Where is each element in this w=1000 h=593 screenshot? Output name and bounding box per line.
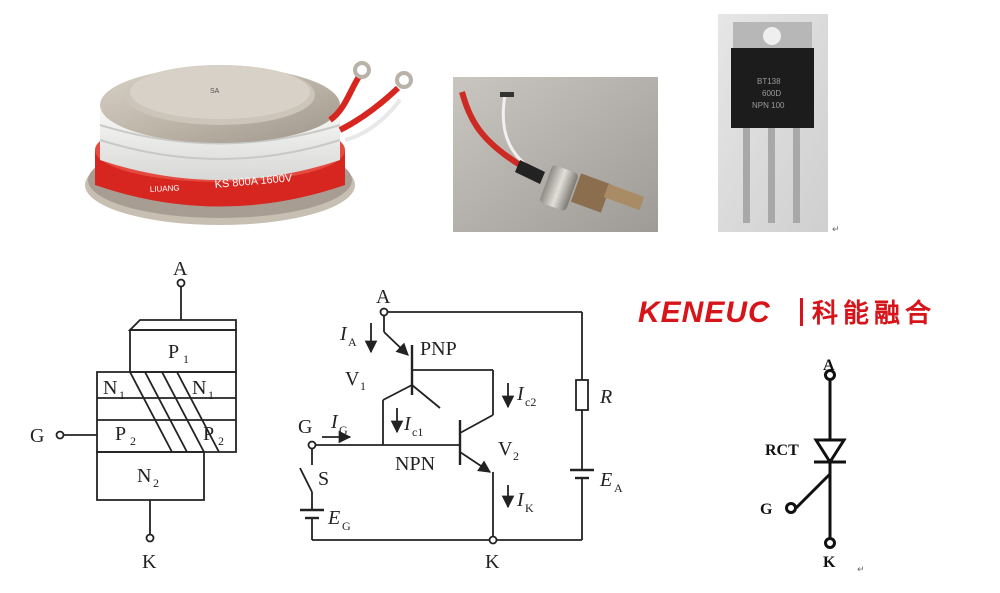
circuit-node-a: A [376,286,391,308]
rct-symbol [785,369,847,549]
rct-terminal-k: K [823,554,836,571]
to220-thyristor-photo: BT138 600D NPN 100 [718,14,828,232]
current-ic2: I [516,383,525,405]
current-ig: I [330,411,339,433]
v1-label: V [345,368,360,390]
circuit-labels: A G K I A PNP V 1 I c2 R I G I c1 V 2 NP… [298,286,623,573]
current-ig-sub: G [339,423,348,437]
source-ea: E [599,469,612,491]
current-ia: I [339,323,348,345]
keneuc-logo: KENEUC 科能融合 [638,296,936,329]
npn-label: NPN [395,453,435,475]
current-ic1-sub: c1 [412,425,423,439]
layer-n1-left-label: N [103,377,117,399]
structure-anode-label: A [173,258,188,280]
source-ea-sub: A [614,481,623,495]
svg-text:SA: SA [210,88,220,95]
layer-n1-left-sub: 1 [119,388,125,402]
rct-terminal-a: A [823,357,835,374]
brand-divider [800,298,803,326]
stud-thyristor-photo [453,77,658,232]
brand-name-en: KENEUC [638,296,771,329]
v1-sub: 1 [360,379,366,393]
source-eg-sub: G [342,519,351,533]
pnp-label: PNP [420,338,457,360]
svg-text:NPN 100: NPN 100 [752,101,785,110]
layer-n2-sub: 2 [153,476,159,490]
layer-n2-label: N [137,465,151,487]
to220-marking-text: BT138 [757,77,781,86]
structure-cathode-label: K [142,551,157,573]
circuit-node-k: K [485,551,500,573]
brand-name-cn: 科能融合 [812,298,936,328]
current-ik: I [516,489,525,511]
puck-brand-text: LIUANG [150,183,180,194]
current-ia-sub: A [348,335,357,349]
puck-thyristor-photo: SA LIUANG KS 800A 1600V [80,30,440,245]
layer-p1-label: P [168,341,179,363]
v2-sub: 2 [513,449,519,463]
source-eg: E [327,507,340,529]
resistor-label: R [599,386,612,408]
rct-label: RCT [765,442,799,459]
layer-n1-right-sub: 1 [208,388,214,402]
structure-labels: A G K P 1 N 1 N 1 P 2 P 2 N 2 [30,258,224,573]
v2-label: V [498,438,513,460]
rct-labels: A RCT G K [760,357,836,571]
rct-terminal-g: G [760,501,773,518]
pnpn-structure-diagram [55,278,237,543]
current-ik-sub: K [525,501,534,515]
return-mark-1: ↵ [832,224,840,234]
layer-p2-right-label: P [203,423,214,445]
return-mark-2: ↵ [857,564,865,574]
structure-gate-label: G [30,425,44,447]
switch-label: S [318,468,329,490]
current-ic1: I [403,413,412,435]
circuit-node-g: G [298,416,312,438]
layer-p2-right-sub: 2 [218,434,224,448]
layer-p2-left-sub: 2 [130,434,136,448]
svg-text:600D: 600D [762,89,781,98]
layer-p1-sub: 1 [183,352,189,366]
current-ic2-sub: c2 [525,395,536,409]
layer-n1-right-label: N [192,377,206,399]
two-transistor-circuit [299,307,594,545]
layer-p2-left-label: P [115,423,126,445]
